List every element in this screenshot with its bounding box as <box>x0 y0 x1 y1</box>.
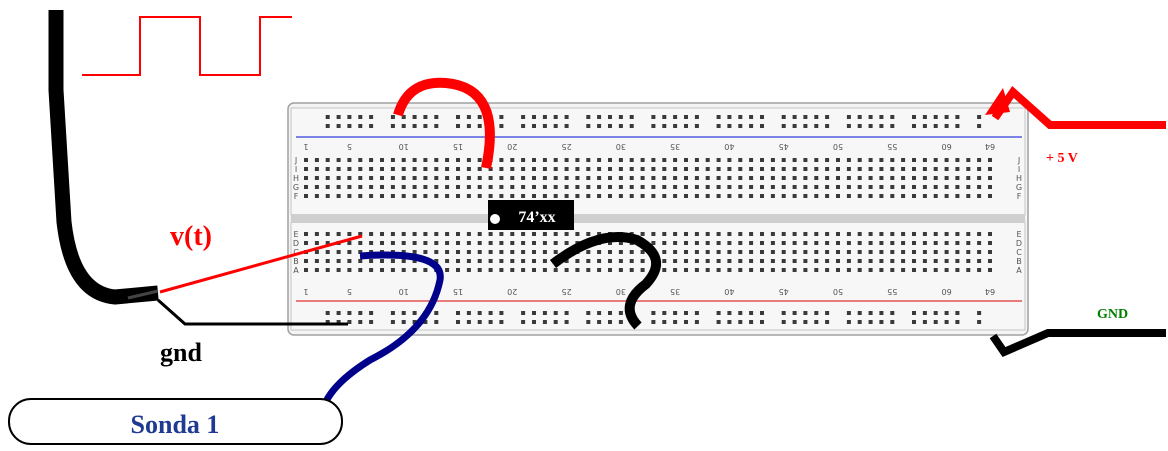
column-number: 10 <box>399 287 409 296</box>
row-letter: D <box>1016 239 1022 248</box>
column-number: 15 <box>453 287 463 296</box>
row-letter: F <box>294 192 299 201</box>
breadboard-holes <box>304 115 992 324</box>
probe-label: Sonda 1 <box>131 410 220 439</box>
row-letter: D <box>293 239 299 248</box>
column-number: 10 <box>399 142 409 151</box>
generator-cable-highlight <box>127 289 159 300</box>
row-letter: I <box>295 165 297 174</box>
gnd-supply-wire <box>989 329 1166 357</box>
column-number: 30 <box>616 142 626 151</box>
row-letter: G <box>1016 183 1022 192</box>
column-number: 35 <box>670 142 680 151</box>
red-jumper-wire <box>393 77 495 170</box>
center-channel <box>291 214 1025 223</box>
column-number: 20 <box>507 142 517 151</box>
column-number: 40 <box>724 142 734 151</box>
column-number: 20 <box>507 287 517 296</box>
row-letter: H <box>293 174 299 183</box>
square-wave-icon <box>82 16 292 76</box>
row-letter: E <box>1016 230 1021 239</box>
probe-box: Sonda 1 <box>8 398 343 445</box>
column-number: 40 <box>724 287 734 296</box>
column-number: 64 <box>985 142 995 151</box>
pin1-dot-icon <box>490 214 500 224</box>
row-letter: A <box>1016 266 1022 275</box>
row-letter: G <box>293 183 299 192</box>
column-number: 30 <box>616 287 626 296</box>
row-letter: J <box>294 156 297 165</box>
generator-cable <box>48 10 159 305</box>
vt-label: v(t) <box>170 221 212 252</box>
column-number: 64 <box>985 287 995 296</box>
black-jumper-wire <box>549 232 661 330</box>
gnd-clip-wire <box>157 298 348 326</box>
probe-wire <box>319 251 444 411</box>
column-number: 5 <box>347 287 352 296</box>
column-number: 15 <box>453 142 463 151</box>
column-number: 45 <box>779 142 789 151</box>
column-number: 50 <box>833 142 843 151</box>
column-number: 25 <box>562 287 572 296</box>
column-number: 55 <box>887 142 897 151</box>
row-letter: C <box>293 248 299 257</box>
row-letter: C <box>1016 248 1022 257</box>
column-number: 1 <box>303 142 308 151</box>
chip-74xx: 74’xx <box>488 200 574 230</box>
plus5v-label: + 5 V <box>1046 151 1078 166</box>
column-number: 5 <box>347 142 352 151</box>
row-letter: H <box>1016 174 1022 183</box>
gnd-label: gnd <box>160 338 202 367</box>
column-number: 25 <box>562 142 572 151</box>
row-letter: A <box>293 266 299 275</box>
column-number: 1 <box>303 287 308 296</box>
signal-clip-wire <box>159 234 363 294</box>
row-letter: E <box>293 230 298 239</box>
column-number: 60 <box>942 287 952 296</box>
row-letter: I <box>1018 165 1020 174</box>
row-letter: B <box>1016 257 1022 266</box>
row-letter: J <box>1017 156 1020 165</box>
row-letter: F <box>1017 192 1022 201</box>
supply-5v-arrow-icon <box>985 88 1010 115</box>
chip-label: 74’xx <box>518 209 555 226</box>
column-number: 50 <box>833 287 843 296</box>
row-letter: B <box>293 257 299 266</box>
gnd-right-label: GND <box>1097 307 1128 322</box>
column-number: 35 <box>670 287 680 296</box>
column-number: 60 <box>942 142 952 151</box>
column-number: 55 <box>887 287 897 296</box>
column-number: 45 <box>779 287 789 296</box>
